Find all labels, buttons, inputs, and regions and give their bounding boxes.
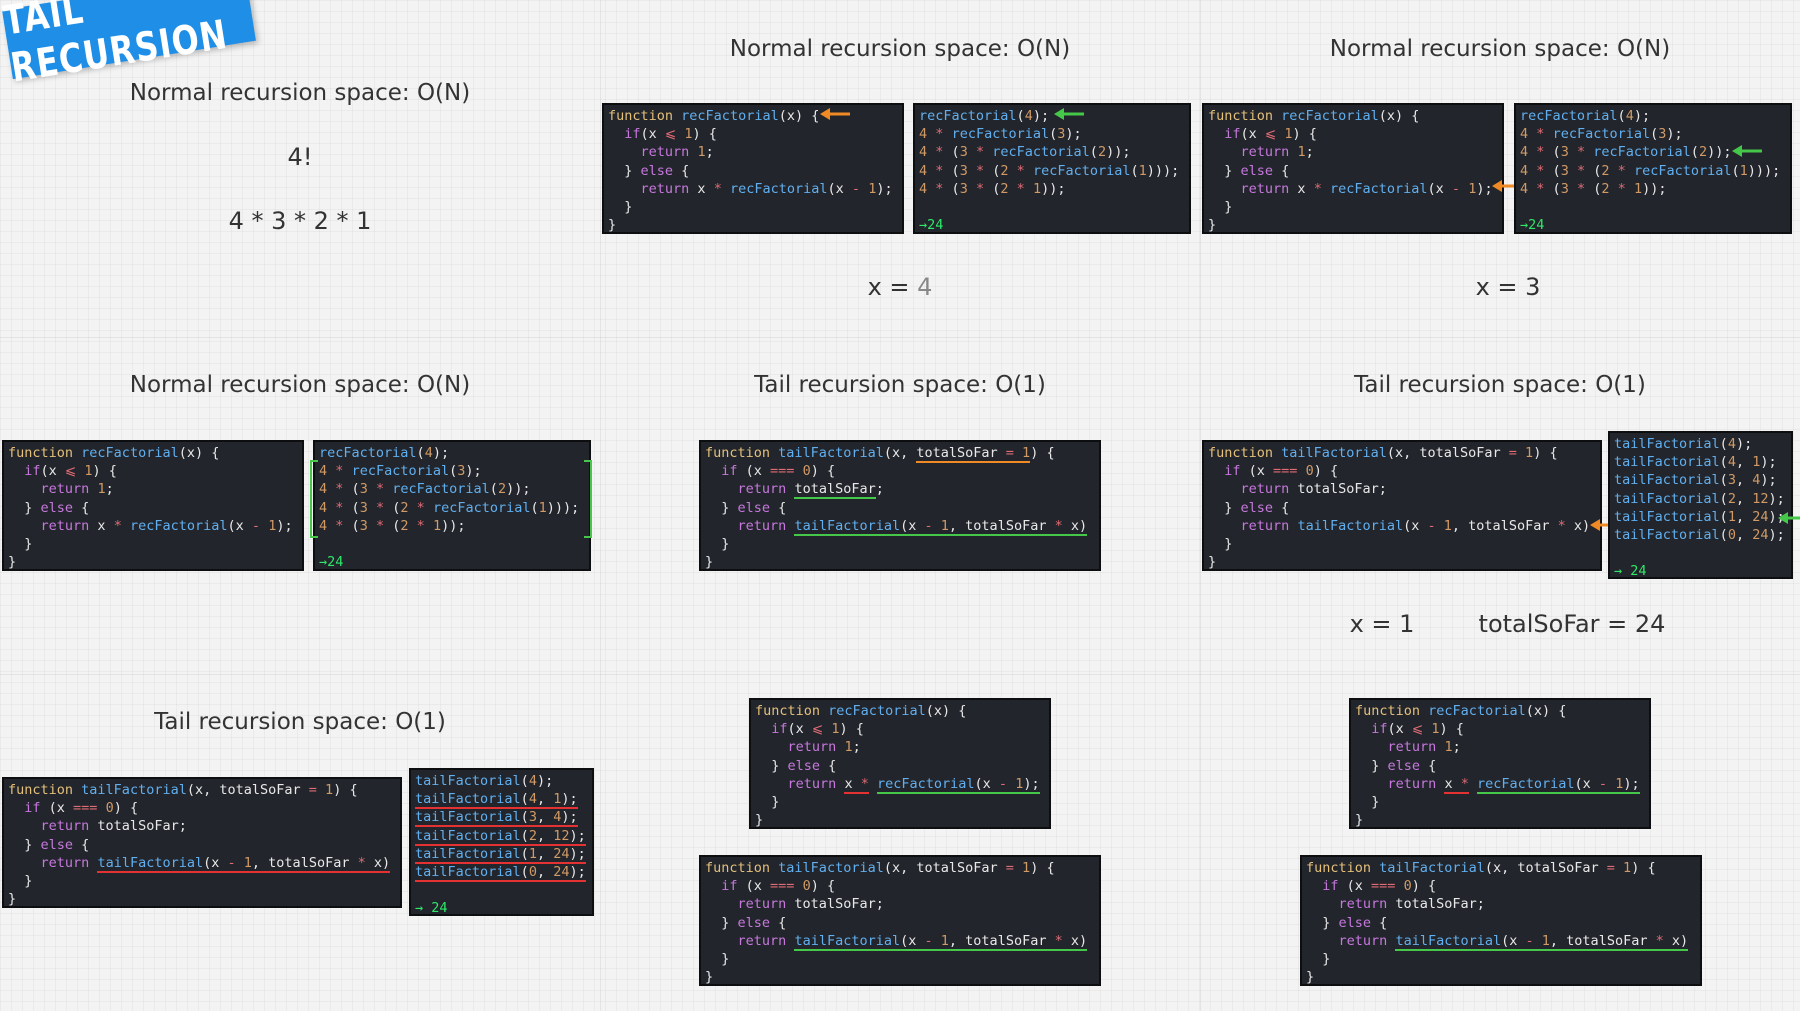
code-call-stack-3: recFactorial(4); 4 * recFactorial(3); 4 …	[313, 440, 591, 571]
result-label: → 24	[1614, 563, 1647, 579]
code-tailfactorial: function tailFactorial(x, totalSoFar = 1…	[699, 440, 1101, 571]
code-tail-stack-2: tailFactorial(4); tailFactorial(4, 1); t…	[409, 768, 594, 916]
x-equals-4: x = 4	[868, 273, 933, 301]
header-normal-3: Normal recursion space: O(N)	[1329, 36, 1671, 62]
code-call-stack-1: recFactorial(4); 4 * recFactorial(3); 4 …	[913, 103, 1191, 234]
header-tail-3: Tail recursion space: O(1)	[154, 709, 446, 735]
total-so-far-24: totalSoFar = 24	[1478, 610, 1666, 638]
header-tail-2: Tail recursion space: O(1)	[1354, 372, 1646, 398]
green-arrow-icon	[1054, 108, 1084, 120]
x-equals-3: x = 3	[1475, 273, 1541, 301]
x-equals-1: x = 1	[1349, 610, 1415, 638]
code-tailfactorial-2: function tailFactorial(x, totalSoFar = 1…	[1202, 440, 1602, 571]
result-label: →24	[1520, 217, 1545, 234]
green-arrow-icon	[1732, 145, 1762, 157]
result-label: →24	[919, 217, 944, 234]
badge-text: TAIL RECURSION	[0, 0, 231, 92]
result-label: →24	[319, 554, 344, 571]
header-tail-1: Tail recursion space: O(1)	[754, 372, 1046, 398]
code-recfactorial-4: function recFactorial(x) { if(x ⩽ 1) { r…	[749, 698, 1051, 829]
code-recfactorial-3: function recFactorial(x) { if(x ⩽ 1) { r…	[2, 440, 304, 571]
stack-bracket-left	[310, 460, 318, 538]
code-call-stack-2: recFactorial(4); 4 * recFactorial(3); 4 …	[1514, 103, 1792, 234]
factorial-expansion: 4 * 3 * 2 * 1	[228, 207, 372, 235]
factorial-label: 4!	[287, 143, 313, 171]
result-label: → 24	[415, 900, 448, 916]
header-normal-2: Normal recursion space: O(N)	[729, 36, 1071, 62]
code-tailfactorial-4: function tailFactorial(x, totalSoFar = 1…	[699, 855, 1101, 986]
x-value: 4	[917, 273, 933, 301]
header-normal-1: Normal recursion space: O(N)	[129, 80, 471, 106]
code-tailfactorial-3: function tailFactorial(x, totalSoFar = 1…	[2, 777, 402, 908]
x-equals-label: x =	[867, 273, 918, 301]
tail-recursion-badge: TAIL RECURSION	[0, 0, 256, 91]
code-tailfactorial-5: function tailFactorial(x, totalSoFar = 1…	[1300, 855, 1702, 986]
stack-bracket-right	[584, 460, 592, 538]
code-recfactorial-2: function recFactorial(x) { if(x ⩽ 1) { r…	[1202, 103, 1504, 234]
header-normal-4: Normal recursion space: O(N)	[129, 372, 471, 398]
code-tail-stack-1: tailFactorial(4); tailFactorial(4, 1); t…	[1608, 431, 1793, 579]
green-arrow-icon	[1778, 512, 1800, 524]
code-recfactorial: function recFactorial(x) { if(x ⩽ 1) { r…	[602, 103, 904, 234]
code-recfactorial-5: function recFactorial(x) { if(x ⩽ 1) { r…	[1349, 698, 1651, 829]
orange-arrow-icon	[820, 108, 850, 120]
